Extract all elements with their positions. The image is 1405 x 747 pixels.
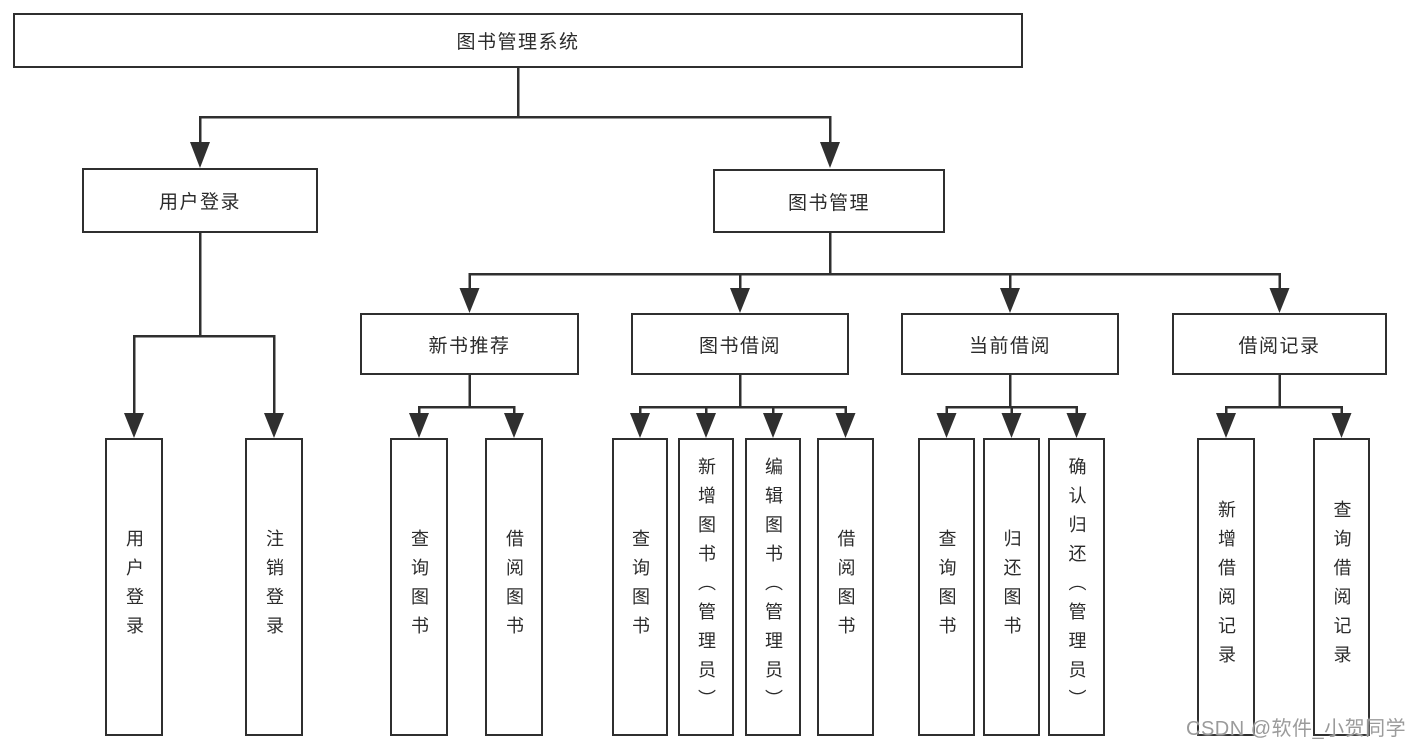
leaf-query-books-current-label: 查询图书 <box>936 529 957 645</box>
node-borrowing-records: 借阅记录 <box>1172 313 1387 375</box>
node-current-borrowing-label: 当前借阅 <box>968 335 1051 357</box>
leaf-borrow-books-recommend-label: 借阅图书 <box>504 529 524 645</box>
node-user-login: 用户登录 <box>82 168 318 233</box>
leaf-query-books-recommend-label: 查询图书 <box>409 529 429 645</box>
node-borrowing-records-label: 借阅记录 <box>1238 335 1321 357</box>
leaf-logout-label: 注销登录 <box>264 529 284 645</box>
node-book-borrowing-label: 图书借阅 <box>698 335 781 357</box>
leaf-query-books-borrowing: 查询图书 <box>612 438 668 736</box>
node-root-label: 图书管理系统 <box>456 32 580 53</box>
leaf-add-borrow-record: 新增借阅记录 <box>1197 438 1255 736</box>
leaf-query-books-borrowing-label: 查询图书 <box>630 529 650 645</box>
node-new-book-recommend-label: 新书推荐 <box>428 335 511 357</box>
node-book-borrowing: 图书借阅 <box>631 313 849 375</box>
leaf-borrow-books-borrowing: 借阅图书 <box>817 438 874 736</box>
node-user-login-label: 用户登录 <box>158 192 241 213</box>
watermark: CSDN @软件_小贺同学 <box>1186 718 1405 740</box>
leaf-borrow-books-borrowing-label: 借阅图书 <box>835 529 856 645</box>
leaf-query-borrow-record: 查询借阅记录 <box>1313 438 1370 736</box>
leaf-return-books: 归还图书 <box>983 438 1040 736</box>
node-book-management-label: 图书管理 <box>787 192 870 214</box>
node-book-management: 图书管理 <box>713 169 945 233</box>
leaf-borrow-books-recommend: 借阅图书 <box>485 438 543 736</box>
node-root: 图书管理系统 <box>13 13 1023 68</box>
leaf-add-borrow-record-label: 新增借阅记录 <box>1216 500 1236 674</box>
leaf-query-books-current: 查询图书 <box>918 438 975 736</box>
leaf-return-books-label: 归还图书 <box>1001 529 1022 645</box>
leaf-edit-book-admin-label: 编辑图书（管理员） <box>763 456 783 718</box>
node-current-borrowing: 当前借阅 <box>901 313 1119 375</box>
leaf-add-book-admin: 新增图书（管理员） <box>678 438 734 736</box>
leaf-user-login-label: 用户登录 <box>124 529 144 645</box>
leaf-user-login: 用户登录 <box>105 438 163 736</box>
leaf-confirm-return-admin-label: 确认归还（管理员） <box>1066 456 1087 718</box>
leaf-add-book-admin-label: 新增图书（管理员） <box>696 456 716 718</box>
leaf-query-borrow-record-label: 查询借阅记录 <box>1331 500 1352 674</box>
leaf-query-books-recommend: 查询图书 <box>390 438 448 736</box>
leaf-confirm-return-admin: 确认归还（管理员） <box>1048 438 1105 736</box>
leaf-edit-book-admin: 编辑图书（管理员） <box>745 438 801 736</box>
leaf-logout: 注销登录 <box>245 438 303 736</box>
node-new-book-recommend: 新书推荐 <box>360 313 579 375</box>
